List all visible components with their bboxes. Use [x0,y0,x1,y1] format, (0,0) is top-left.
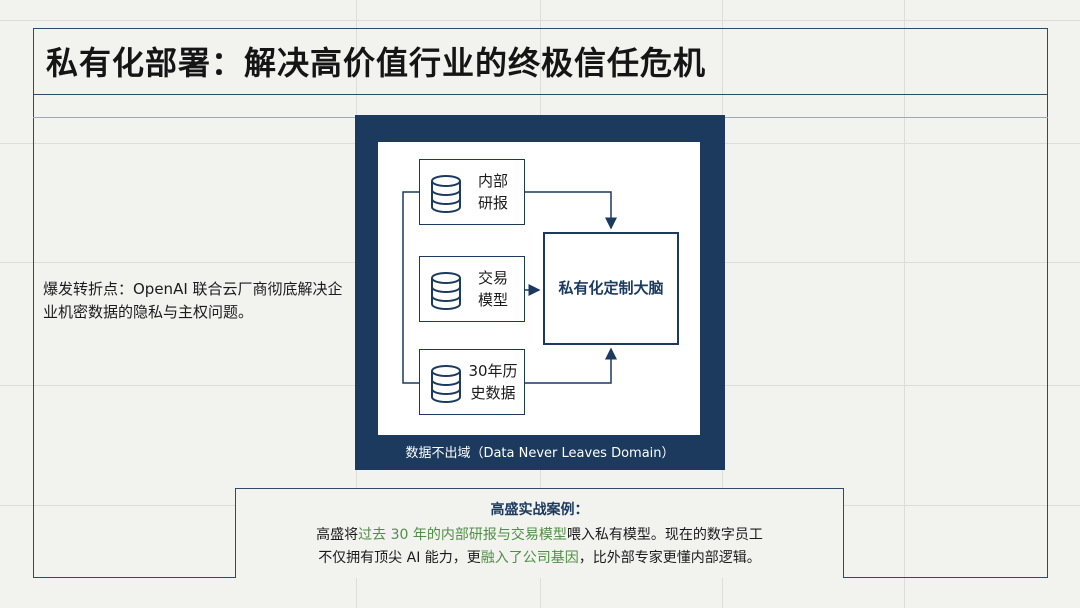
case-study-line-1: 高盛将过去 30 年的内部研报与交易模型喂入私有模型。现在的数字员工 [316,527,763,543]
database-icon [431,175,461,213]
private-brain-label: 私有化定制大脑 [558,279,664,297]
page-title: 私有化部署：解决高价值行业的终极信任危机 [46,44,707,82]
private-brain-box: 私有化定制大脑 [543,232,679,345]
turning-point-note: 爆发转折点：OpenAI 联合云厂商彻底解决企业机密数据的隐私与主权问题。 [43,280,343,321]
case-highlight: 过去 30 年的内部研报与交易模型 [358,527,567,543]
source-historical-data: 30年历 史数据 [419,349,525,415]
source-trading-models: 交易 模型 [419,256,525,322]
diagram-caption: 数据不出域（Data Never Leaves Domain） [405,446,675,461]
source-label: 内部 研报 [477,172,508,212]
database-icon [431,365,461,403]
source-label: 30年历 史数据 [468,362,518,402]
case-study-line-2: 不仅拥有顶尖 AI 能力，更融入了公司基因，比外部专家更懂内部逻辑。 [318,550,761,566]
case-highlight: 融入了公司基因 [480,550,579,566]
source-internal-research: 内部 研报 [419,159,525,225]
case-study-box: 高盛实战案例： 高盛将过去 30 年的内部研报与交易模型喂入私有模型。现在的数字… [235,488,844,578]
source-label: 交易 模型 [477,269,508,309]
title-divider [33,94,1048,95]
case-study-title: 高盛实战案例： [490,502,589,518]
database-icon [431,272,461,310]
